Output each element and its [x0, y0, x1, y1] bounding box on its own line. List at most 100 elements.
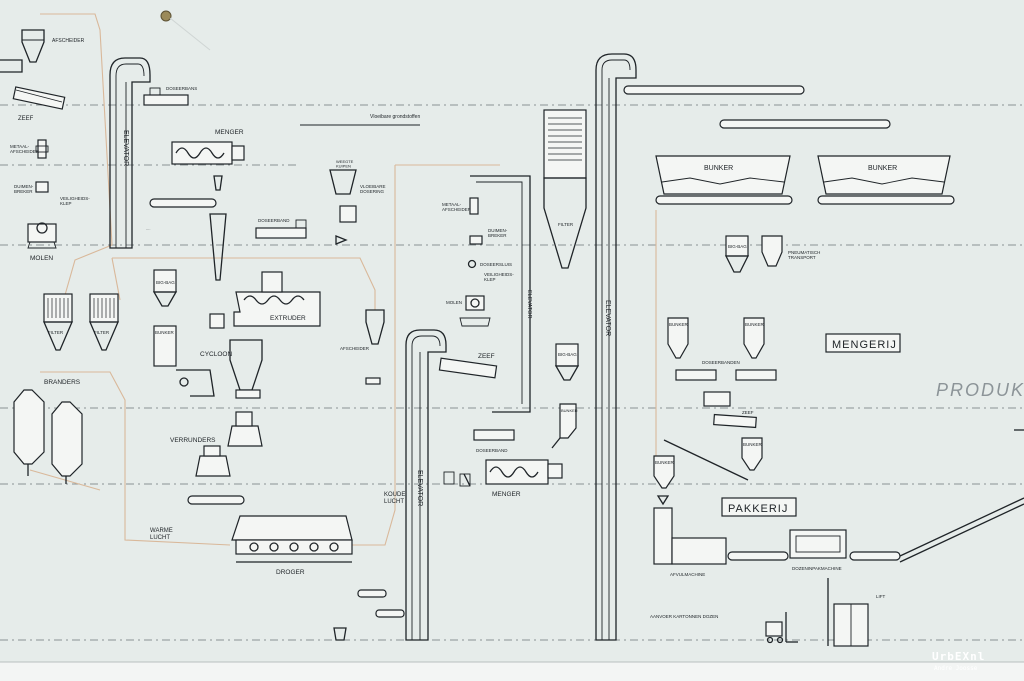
label-duimenbreker-mid: DUIMEN-BREKER [488, 228, 508, 238]
hopper-funnel [209, 213, 227, 329]
label-metaal-afscheider-mid: METAAL-AFSCHEIDER [442, 202, 472, 212]
label-doseerbanden: DOSEERBANDEN [702, 360, 740, 365]
bunker-6: BUNKER [653, 455, 675, 489]
watermark-main: UrbEXnl [932, 650, 985, 663]
label-filter-3: FILTER [558, 222, 574, 227]
label-zeef-left: ZEEF [18, 116, 34, 122]
label-menger-1: MENGER [215, 129, 244, 136]
cycloon: CYCLOON [200, 339, 263, 399]
air-flow-lines [29, 13, 657, 546]
label-big-bag-3: BIG-BAG [728, 244, 747, 249]
label-elevator-3: ELEVATOR [526, 290, 532, 318]
doseerbanden: DOSEERBANDEN [675, 360, 777, 407]
label-bunker-4: BUNKER [745, 322, 765, 327]
verrunders: VERRUNDERS [170, 411, 263, 477]
label-zeef-right: ZEEF [742, 410, 754, 415]
big-bag-1: BIG-BAG [152, 269, 178, 307]
extruder: EXTRUDER [233, 271, 321, 327]
watermark-sub: Andre Joosse [934, 665, 978, 672]
branders: BRANDERS [13, 379, 83, 484]
label-bunker-1: BUNKER [155, 330, 175, 335]
label-filter-1: FILTER [48, 330, 64, 335]
label-extruder: EXTRUDER [270, 315, 306, 322]
belt-1: .... [146, 198, 217, 231]
elevator-1: ELEVATOR [109, 57, 151, 249]
filter-1: FILTER [43, 293, 73, 351]
label-bunker-3: BUNKER [669, 322, 689, 327]
filter-2: FILTER [89, 293, 119, 351]
filter-3: FILTER [543, 109, 587, 269]
label-elevator-2: ELEVATOR [416, 470, 423, 506]
forklift-icon [765, 612, 798, 644]
label-produk: PRODUK [936, 380, 1024, 400]
zeef-left: ZEEF [12, 86, 66, 122]
label-molen-mid: MOLEN [446, 300, 462, 305]
droger: DROGER [231, 515, 353, 576]
label-metaal-afscheider-left: METAAL-AFSCHEIDER [10, 144, 40, 154]
bunker-big-1: BUNKER [655, 155, 793, 205]
label-menger-2: MENGER [492, 491, 521, 498]
label-aanvoer-kartonnen-dozen: AANVOER KARTONNEN DOZEN [650, 614, 718, 619]
label-afvulmachine: AFVULMACHINE [670, 572, 705, 577]
watermark: UrbEXnl Andre Joosse [932, 650, 985, 672]
aanvoer-section: AANVOER KARTONNEN DOZEN LIFT [650, 578, 886, 647]
mid-column: METAAL-AFSCHEIDER DUIMEN-BREKER DOSEERSL… [438, 175, 532, 413]
bunker-5: BUNKER [663, 437, 763, 481]
label-doseerband-1: DOSEERBAND [258, 218, 290, 223]
board-bottom-edge [0, 662, 1024, 681]
duimenbreker-left: DUIMEN-BREKER VEILIGHEIDS-KLEP [14, 181, 90, 206]
bunker-big-2: BUNKER [817, 155, 955, 205]
lift: LIFT [827, 578, 886, 647]
label-zeef-mid: ZEEF [478, 353, 495, 360]
big-bag-2: BIG-BAG [554, 343, 580, 381]
dozeninpakmachine: DOZENINPAKMACHINE [727, 497, 1024, 571]
label-doseersluis: DOSEERSLUIS [480, 262, 512, 267]
belt-2 [187, 495, 245, 505]
pin-icon [160, 10, 211, 51]
top-belts [623, 85, 891, 129]
label-lift: LIFT [876, 594, 886, 599]
doseerband-2: DOSEERBAND [473, 429, 515, 453]
label-dozeninpakmachine: DOZENINPAKMACHINE [792, 566, 842, 571]
svg-text:....: .... [146, 226, 150, 231]
label-bunker-big-2: BUNKER [868, 165, 897, 172]
label-bunker-big-1: BUNKER [704, 165, 733, 172]
label-cycloon: CYCLOON [200, 351, 232, 358]
label-branders: BRANDERS [44, 379, 81, 386]
bunker-1: BUNKER [153, 325, 215, 397]
label-bunker-5: BUNKER [743, 442, 763, 447]
label-afscheider-mid: AFSCHEIDER [340, 346, 370, 351]
metaal-afscheider-left: METAAL-AFSCHEIDER [10, 139, 49, 159]
menger-1: MENGER [171, 129, 245, 191]
label-pakkerij: PAKKERIJ [728, 503, 788, 515]
pakkerij-title: PAKKERIJ [721, 497, 797, 517]
label-mengerij: MENGERIJ [832, 339, 897, 351]
misc-symbols [443, 429, 1024, 487]
bunker-3: BUNKER [667, 317, 689, 359]
label-afscheider-top: AFSCHEIDER [52, 38, 85, 44]
label-filter-2: FILTER [94, 330, 110, 335]
afscheider-mid: AFSCHEIDER [340, 309, 385, 385]
label-veiligheidsklep-left: VEILIGHEIDS-KLEP [60, 196, 90, 206]
label-vloeibare-grondstoffen: Vloeibare grondstoffen [370, 114, 420, 120]
label-big-bag-1: BIG-BAG [156, 280, 175, 285]
label-doseerbans: DOSEERBANS [166, 86, 197, 91]
label-molen-left: MOLEN [30, 255, 53, 262]
afscheider-top: AFSCHEIDER [0, 29, 85, 73]
elevator-4: ELEVATOR [595, 53, 637, 641]
svg-text:METAAL-AFSCHEIDER: METAAL-AFSCHEIDER [10, 144, 40, 154]
elevator-2: ELEVATOR [405, 329, 447, 641]
label-elevator-4: ELEVATOR [604, 300, 611, 336]
label-verrunders: VERRUNDERS [170, 437, 216, 444]
label-droger: DROGER [276, 569, 305, 576]
label-doseerband-2: DOSEERBAND [476, 448, 508, 453]
label-elevator-1: ELEVATOR [122, 130, 129, 166]
